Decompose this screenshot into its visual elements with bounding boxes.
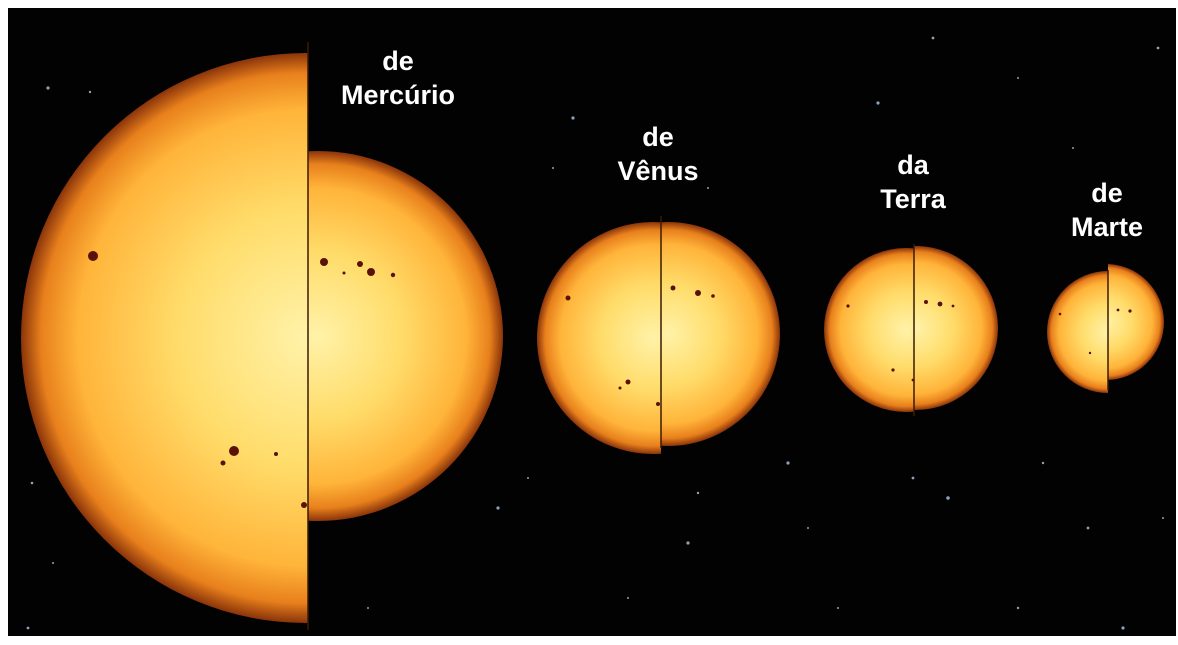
label-mars: de Marte [1017, 176, 1176, 244]
label-venus-line2: Vênus [617, 156, 699, 186]
space-background: de Mercúrio de Vênus da Terra de Marte [8, 8, 1176, 636]
sun-size-comparison-diagram [21, 36, 1164, 630]
label-earth: da Terra [823, 148, 1003, 216]
sunspots [565, 285, 715, 406]
label-mercury-line2: Mercúrio [340, 80, 456, 110]
label-mars-line1: de [1091, 178, 1123, 208]
sun-from-venus [537, 216, 780, 454]
label-venus: de Vênus [568, 120, 748, 188]
label-venus-line1: de [642, 122, 674, 152]
label-earth-line1: da [897, 150, 929, 180]
sunspots [846, 300, 955, 382]
sun-from-earth [824, 244, 998, 416]
label-mars-line2: Marte [1070, 212, 1144, 242]
sunspots [88, 251, 396, 508]
label-mercury: de Mercúrio [308, 44, 488, 112]
label-earth-line2: Terra [880, 184, 946, 214]
sun-from-mercury [21, 42, 503, 630]
sunspots [1058, 308, 1132, 355]
stars [26, 36, 1164, 630]
label-mercury-line1: de [382, 46, 414, 76]
sun-from-mars [1047, 264, 1164, 393]
